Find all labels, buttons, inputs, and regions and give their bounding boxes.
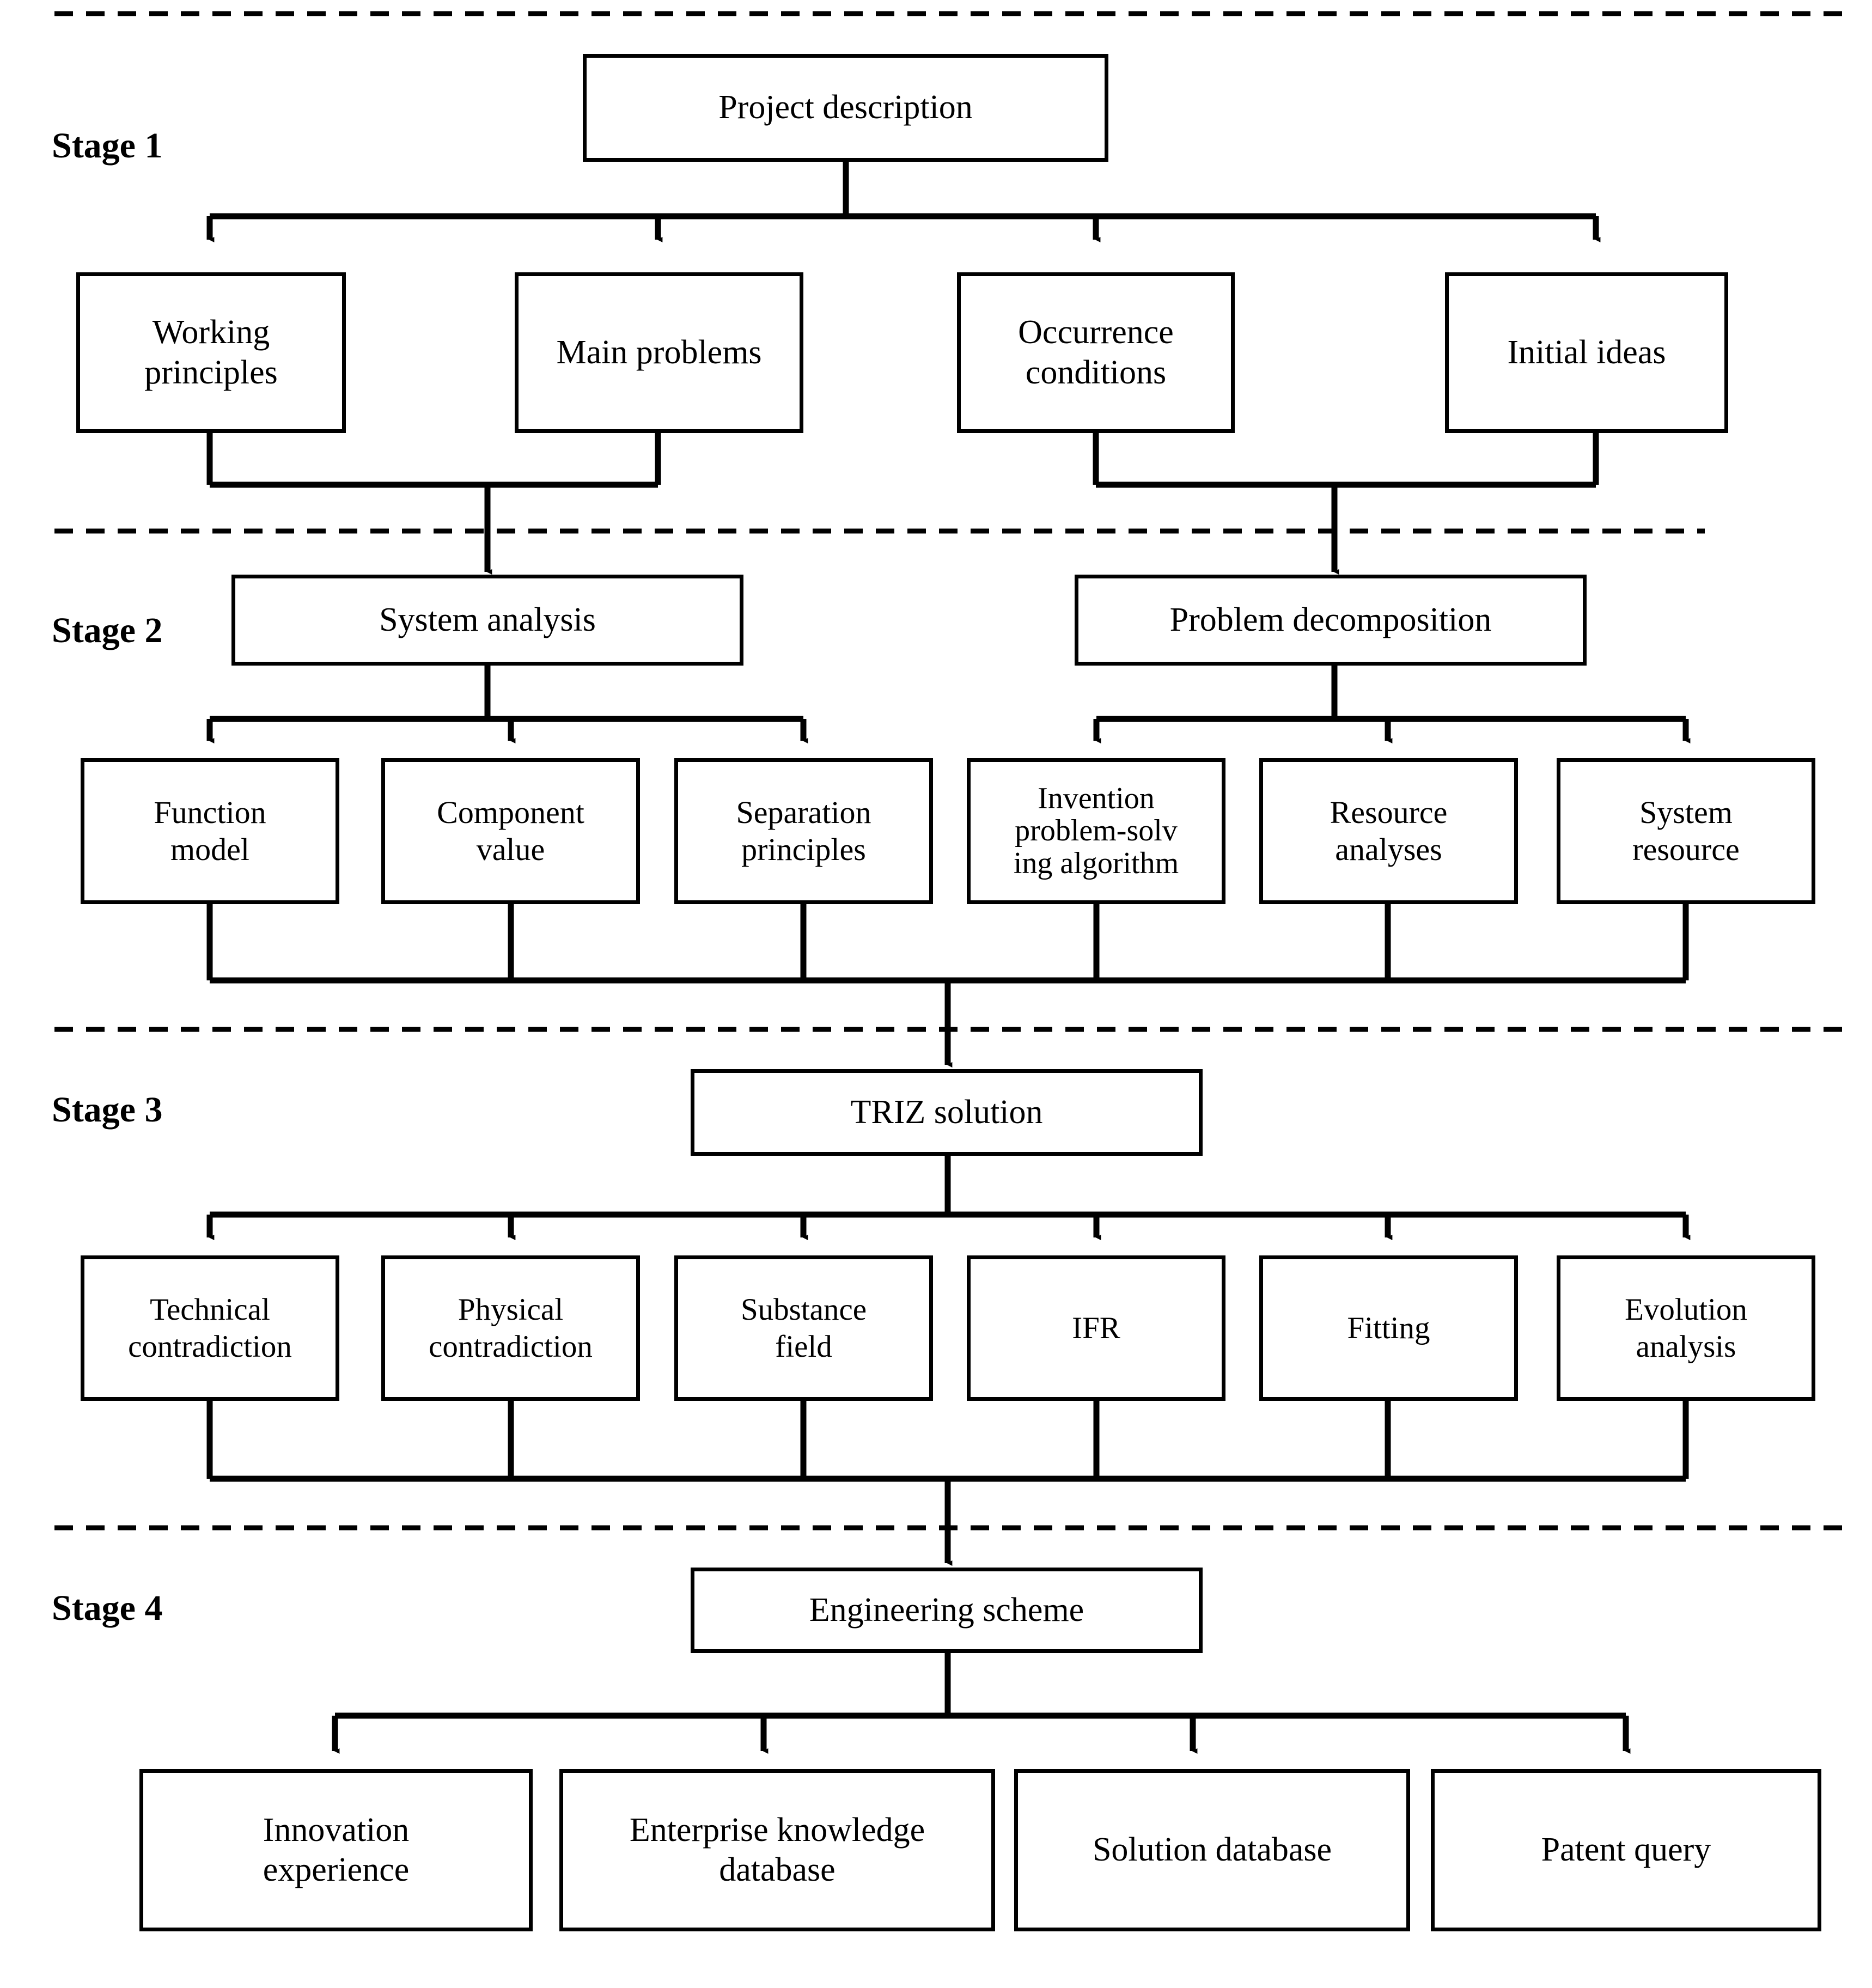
node-invention-problem-solving-algorithm[interactable]: Invention problem-solv ing algorithm bbox=[967, 758, 1225, 904]
node-label: Main problems bbox=[556, 333, 762, 371]
node-label: Occurrence conditions bbox=[1018, 314, 1174, 391]
node-occurrence-conditions[interactable]: Occurrence conditions bbox=[957, 272, 1235, 433]
node-label: TRIZ solution bbox=[850, 1093, 1043, 1131]
node-label: Solution database bbox=[1092, 1831, 1332, 1869]
stage1-connectors bbox=[206, 162, 1601, 575]
node-evolution-analysis[interactable]: Evolution analysis bbox=[1557, 1255, 1815, 1401]
node-innovation-experience[interactable]: Innovation experience bbox=[139, 1769, 533, 1931]
stage2-connectors bbox=[206, 666, 1691, 1068]
node-label: Patent query bbox=[1541, 1831, 1711, 1869]
node-separation-principles[interactable]: Separation principles bbox=[674, 758, 933, 904]
node-label: Component value bbox=[437, 794, 584, 867]
node-triz-solution[interactable]: TRIZ solution bbox=[691, 1069, 1203, 1156]
node-label: Function model bbox=[154, 794, 266, 867]
stage-label-4: Stage 4 bbox=[52, 1588, 163, 1628]
node-main-problems[interactable]: Main problems bbox=[515, 272, 803, 433]
node-label: Physical contradiction bbox=[429, 1292, 593, 1364]
stage3-connectors bbox=[206, 1156, 1691, 1566]
node-component-value[interactable]: Component value bbox=[381, 758, 640, 904]
node-function-model[interactable]: Function model bbox=[81, 758, 339, 904]
node-enterprise-knowledge-database[interactable]: Enterprise knowledge database bbox=[559, 1769, 995, 1931]
stage-label-3: Stage 3 bbox=[52, 1090, 163, 1130]
node-label: System analysis bbox=[379, 601, 596, 638]
node-substance-field[interactable]: Substance field bbox=[674, 1255, 933, 1401]
node-label: Fitting bbox=[1347, 1310, 1430, 1345]
node-system-resource[interactable]: System resource bbox=[1557, 758, 1815, 904]
node-label: Invention problem-solv ing algorithm bbox=[1013, 781, 1179, 880]
node-label: Resource analyses bbox=[1330, 794, 1448, 867]
node-label: IFR bbox=[1072, 1310, 1120, 1345]
node-physical-contradiction[interactable]: Physical contradiction bbox=[381, 1255, 640, 1401]
node-label: System resource bbox=[1632, 794, 1740, 867]
stage-label-1: Stage 1 bbox=[52, 126, 163, 166]
node-patent-query[interactable]: Patent query bbox=[1431, 1769, 1821, 1931]
node-label: Evolution analysis bbox=[1625, 1292, 1747, 1364]
node-solution-database[interactable]: Solution database bbox=[1014, 1769, 1410, 1931]
node-label: Project description bbox=[718, 89, 973, 126]
node-label: Separation principles bbox=[736, 794, 871, 867]
node-ifr[interactable]: IFR bbox=[967, 1255, 1225, 1401]
node-resource-analyses[interactable]: Resource analyses bbox=[1259, 758, 1518, 904]
node-label: Problem decomposition bbox=[1169, 601, 1492, 638]
node-working-principles[interactable]: Working principles bbox=[76, 272, 346, 433]
node-label: Initial ideas bbox=[1507, 333, 1666, 371]
node-label: Substance field bbox=[740, 1292, 867, 1364]
node-technical-contradiction[interactable]: Technical contradiction bbox=[81, 1255, 339, 1401]
node-label: Enterprise knowledge database bbox=[629, 1811, 925, 1888]
node-system-analysis[interactable]: System analysis bbox=[231, 575, 743, 666]
node-fitting[interactable]: Fitting bbox=[1259, 1255, 1518, 1401]
node-label: Technical contradiction bbox=[128, 1292, 292, 1364]
stage-label-2: Stage 2 bbox=[52, 611, 163, 650]
node-label: Engineering scheme bbox=[809, 1591, 1084, 1629]
node-initial-ideas[interactable]: Initial ideas bbox=[1445, 272, 1728, 433]
stage4-connectors bbox=[332, 1653, 1631, 1754]
node-label: Working principles bbox=[144, 314, 278, 391]
node-problem-decomposition[interactable]: Problem decomposition bbox=[1075, 575, 1587, 666]
node-label: Innovation experience bbox=[263, 1811, 410, 1888]
node-project-description[interactable]: Project description bbox=[583, 54, 1108, 162]
node-engineering-scheme[interactable]: Engineering scheme bbox=[691, 1568, 1203, 1653]
